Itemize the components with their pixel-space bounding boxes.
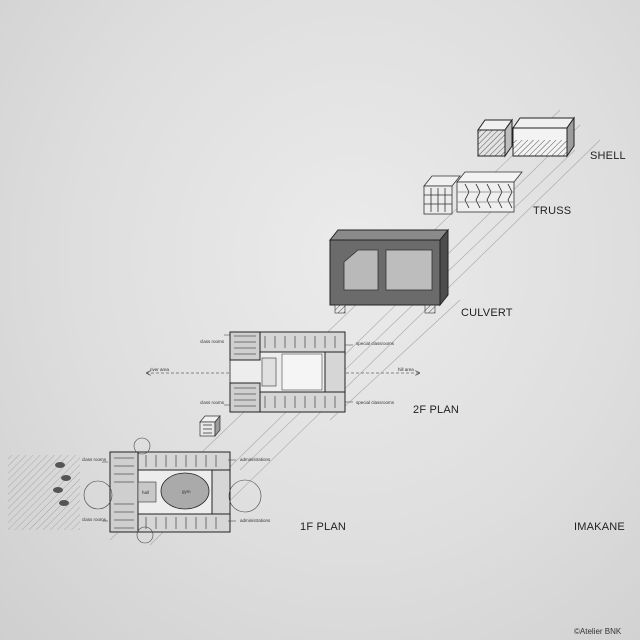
plan-1f [8, 437, 262, 544]
activity-circles [83, 437, 262, 544]
plan-2f [146, 331, 420, 437]
hall-room [137, 481, 157, 503]
label-1f-plan: 1F PLAN [300, 521, 347, 533]
site-hatch [8, 455, 80, 530]
annot-1f-gym: gym [182, 489, 191, 494]
truss-module [423, 171, 523, 215]
shell-module [477, 116, 575, 158]
annot-2f-special-top: special classrooms [356, 341, 395, 346]
label-truss: TRUSS [533, 205, 572, 217]
gym-floor [160, 472, 210, 510]
culvert-module [328, 228, 450, 314]
annot-2f-class-rooms-top: class rooms [200, 339, 225, 344]
site-trees [53, 462, 71, 506]
annot-river-area: river area [150, 367, 170, 372]
label-shell: SHELL [590, 150, 626, 162]
annot-1f-class-rooms-top: class rooms [82, 457, 107, 462]
stair-block [199, 415, 221, 437]
label-project: IMAKANE [574, 521, 625, 533]
credit: ©Atelier BNK [574, 627, 622, 636]
annot-1f-admin-bottom: administrations [240, 518, 271, 523]
annot-1f-hall: hall [142, 490, 150, 495]
label-culvert: CULVERT [461, 307, 513, 319]
annot-1f-class-rooms-bottom: class rooms [82, 517, 107, 522]
annot-1f-admin-top: administrations [240, 457, 271, 462]
annot-2f-class-rooms-bottom: class rooms [200, 400, 225, 405]
annot-hill-area: hill area [398, 367, 414, 372]
label-2f-plan: 2F PLAN [413, 404, 460, 416]
annot-2f-special-bottom: special classrooms [356, 400, 395, 405]
